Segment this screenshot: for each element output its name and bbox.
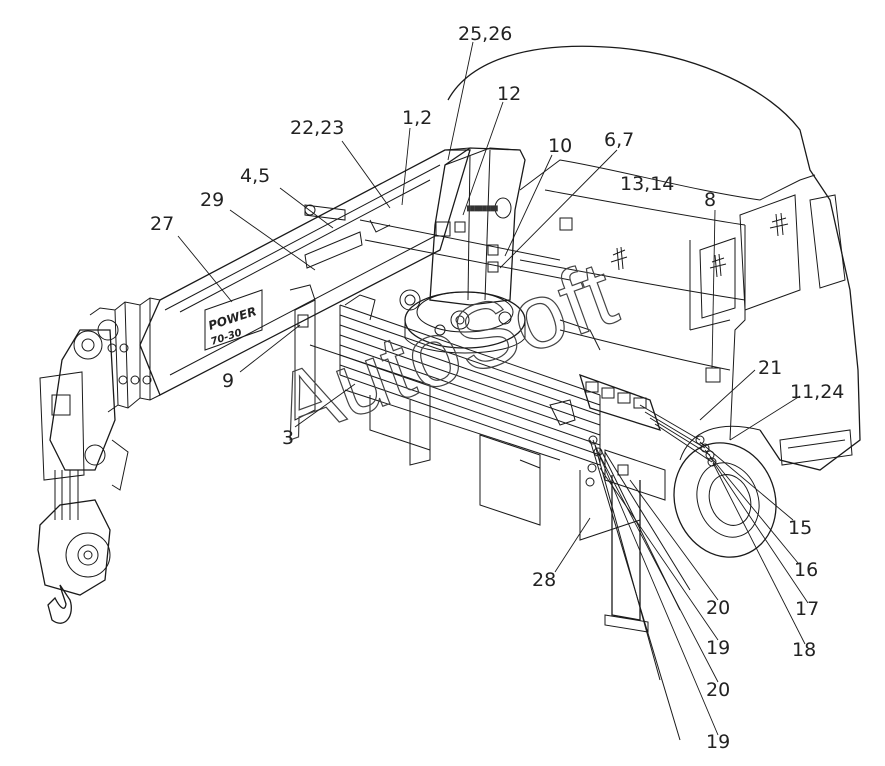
callout-15: 15 [788, 517, 812, 539]
callout-3: 3 [282, 427, 294, 449]
callout-21: 21 [758, 357, 782, 379]
callout-22-23: 22,23 [290, 117, 344, 139]
callout-labels: 25,26 12 22,23 1,2 10 6,7 4,5 13,14 29 8… [150, 23, 844, 753]
hydraulic-pipe-stack [339, 219, 601, 466]
callout-11-24: 11,24 [790, 381, 844, 403]
leader-lines [177, 41, 809, 736]
callout-20-upper: 20 [706, 597, 730, 619]
callout-6-7: 6,7 [604, 129, 634, 151]
callout-20-lower: 20 [706, 679, 730, 701]
callout-8: 8 [704, 189, 716, 211]
crane-column: ████████ [399, 147, 526, 354]
svg-text:████████: ████████ [466, 205, 498, 212]
callout-4-5: 4,5 [240, 165, 270, 187]
callout-25-26: 25,26 [458, 23, 512, 45]
callout-13-14: 13,14 [620, 173, 674, 195]
callout-12: 12 [497, 83, 521, 105]
hook-block [37, 470, 111, 624]
callout-1-2: 1,2 [402, 107, 432, 129]
callout-19-upper: 19 [706, 637, 730, 659]
callout-17: 17 [795, 598, 819, 620]
callout-19-lower: 19 [706, 731, 730, 753]
callout-18: 18 [792, 639, 816, 661]
callout-27: 27 [150, 213, 174, 235]
boom-plate-brand: POWER [207, 304, 259, 333]
callout-16: 16 [794, 559, 818, 581]
callout-9: 9 [222, 370, 234, 392]
callout-29: 29 [200, 189, 224, 211]
callout-28: 28 [532, 569, 556, 591]
callout-10: 10 [548, 135, 572, 157]
